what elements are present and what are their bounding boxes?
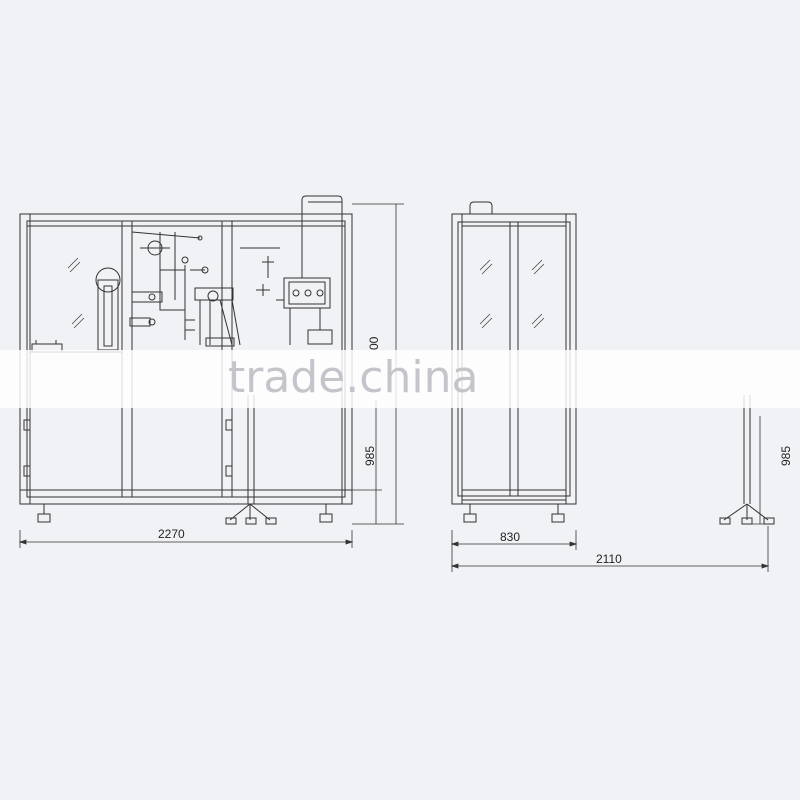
side-pedestal (719, 395, 775, 525)
glass-hatch (67, 257, 545, 329)
side-dimensions (450, 416, 770, 572)
dim-front-width: 2270 (158, 527, 185, 541)
front-bottom-rail (19, 489, 353, 505)
dim-side-width: 830 (500, 530, 520, 544)
dim-front-height-total: 00 (367, 336, 381, 350)
dim-front-height-table: 985 (363, 446, 377, 466)
front-feet (37, 503, 333, 525)
watermark-text: trade.china (228, 352, 479, 403)
dim-side-width-total: 2110 (596, 552, 622, 566)
film-mechanism (95, 231, 241, 351)
dim-side-height-table: 985 (779, 446, 793, 466)
heater-unit (240, 195, 343, 345)
watermark-band (0, 350, 800, 408)
